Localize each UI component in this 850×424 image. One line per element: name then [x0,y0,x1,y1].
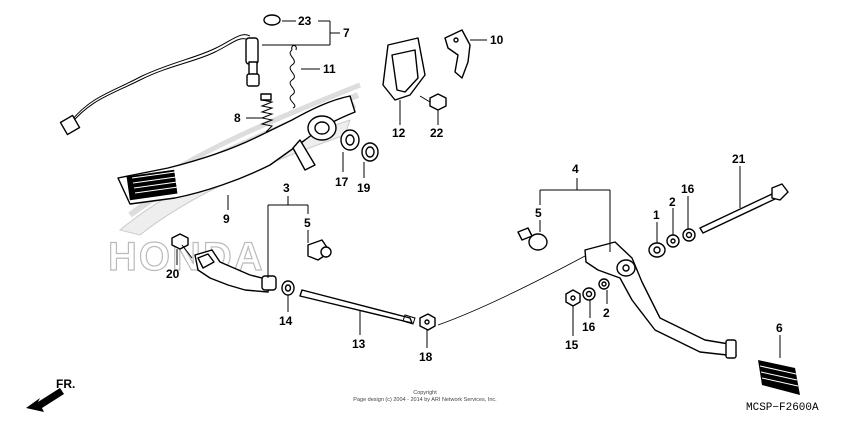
callout-23[interactable]: 23 [298,14,312,28]
front-arrow: FR. [26,377,75,412]
part-14-washer[interactable] [281,280,295,296]
part-22-bolt[interactable] [419,93,447,111]
part-6-pedal-rubber[interactable] [758,360,800,395]
callout-17[interactable]: 17 [335,175,349,189]
callout-11[interactable]: 11 [323,62,336,76]
callout-2-upper[interactable]: 2 [669,195,676,209]
callout-19[interactable]: 19 [357,181,371,195]
callout-22[interactable]: 22 [430,126,444,140]
callout-1[interactable]: 1 [653,208,660,222]
callout-16-lower[interactable]: 16 [582,320,596,334]
part-12-guard[interactable] [382,37,426,101]
part-4-pedal-arm[interactable] [584,241,737,359]
part-1-bushing[interactable] [648,242,666,258]
callout-8[interactable]: 8 [234,111,241,125]
part-20-bolt[interactable] [171,233,193,259]
callout-5-right[interactable]: 5 [535,206,542,220]
callout-14[interactable]: 14 [279,314,293,328]
callout-18[interactable]: 18 [419,350,433,364]
part-16-seal-upper[interactable] [682,228,696,242]
part-2-washer-upper[interactable] [666,234,680,248]
part-18-nut[interactable] [419,313,436,331]
callout-5-left[interactable]: 5 [304,216,311,230]
part-11-spring[interactable] [289,45,297,109]
callout-labels: 23 7 10 11 8 12 22 17 19 9 3 5 20 14 13 … [166,14,783,364]
callout-leaders [176,20,781,358]
part-2-washer-lower[interactable] [598,278,610,290]
part-3-arm[interactable] [194,249,277,293]
part-13-rod[interactable] [299,289,416,325]
part-5-joint-right[interactable] [517,227,548,251]
copyright-line-2: Page design (c) 2004 - 2014 by ARI Netwo… [353,397,497,403]
front-label: FR. [56,377,75,391]
callout-2-lower[interactable]: 2 [603,306,610,320]
part-19-seal[interactable] [361,142,379,162]
diagram-code: MCSP−F2600A [746,402,819,414]
part-10-bracket[interactable] [444,29,471,79]
part-15-nut[interactable] [565,289,581,307]
part-16-seal-lower[interactable] [582,287,596,301]
callout-16-upper[interactable]: 16 [681,182,695,196]
callout-13[interactable]: 13 [352,337,366,351]
part-8-spring[interactable] [260,93,274,133]
callout-15[interactable]: 15 [565,338,579,352]
part-17-washer[interactable] [340,129,360,151]
callout-3[interactable]: 3 [283,181,290,195]
callout-10[interactable]: 10 [490,33,504,47]
front-arrow-icon [26,388,64,412]
callout-21[interactable]: 21 [732,152,746,166]
callout-12[interactable]: 12 [392,126,406,140]
part-21-long-bolt[interactable] [699,183,789,234]
connector-line [437,255,586,326]
part-9-brake-pedal[interactable] [117,95,356,205]
part-23-clip[interactable] [263,14,281,26]
callout-9[interactable]: 9 [223,212,230,226]
callout-6[interactable]: 6 [776,321,783,335]
copyright-line-1: Copyright [413,390,437,396]
part-5-joint-left[interactable] [307,239,332,261]
callout-7[interactable]: 7 [343,26,350,40]
part-7-stop-switch[interactable] [59,34,260,136]
callout-20[interactable]: 20 [166,267,180,281]
callout-4[interactable]: 4 [572,162,579,176]
